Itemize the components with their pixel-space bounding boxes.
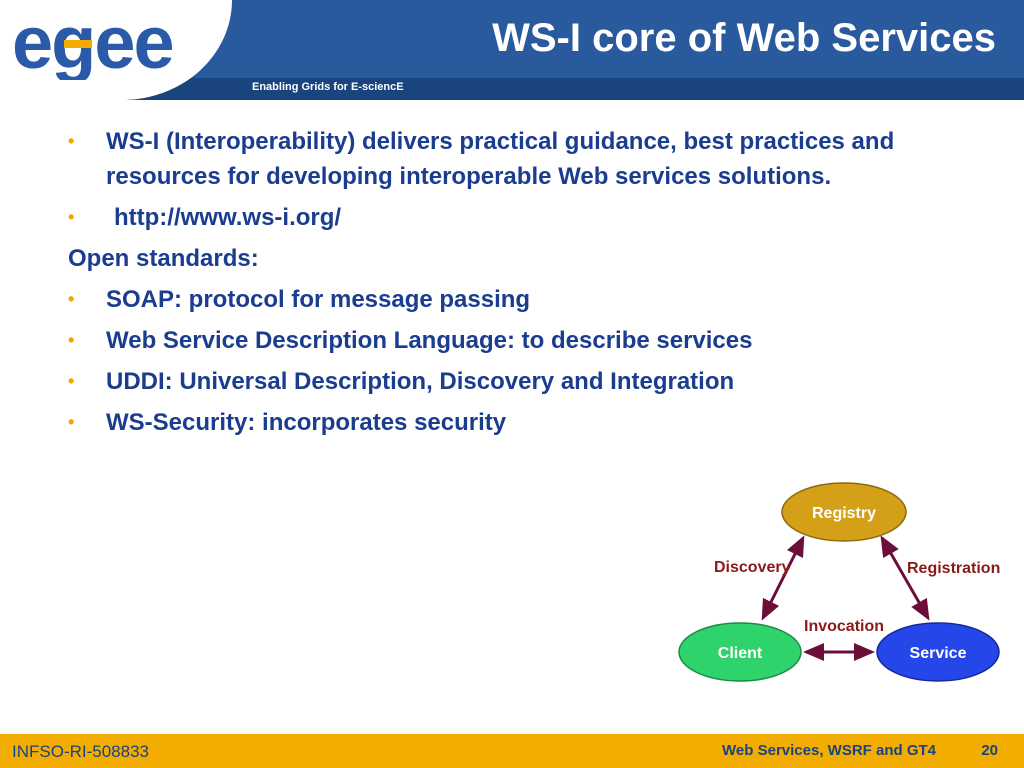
client-node bbox=[678, 622, 802, 682]
bullet-dot-icon: • bbox=[68, 412, 75, 432]
bullet-text: SOAP: protocol for message passing bbox=[106, 286, 531, 313]
bullet-item: • WS-Security: incorporates security bbox=[68, 405, 998, 440]
bullet-item: • http://www.ws-i.org/ bbox=[68, 200, 998, 235]
tagline: Enabling Grids for E-sciencE bbox=[252, 81, 404, 93]
bullet-text: WS-Security: incorporates security bbox=[106, 409, 507, 436]
logo-text: egee bbox=[12, 8, 173, 80]
logo-accent-bar bbox=[64, 40, 92, 48]
registration-arrow bbox=[880, 535, 930, 621]
footer-band bbox=[0, 734, 1024, 768]
bullet-text: Web Service Description Language: to des… bbox=[106, 327, 753, 354]
registration-label: Registration bbox=[907, 560, 1000, 577]
bullet-dot-icon: • bbox=[68, 207, 75, 227]
discovery-arrow bbox=[761, 535, 805, 621]
bullet-dot-icon: • bbox=[68, 289, 75, 309]
ws-triangle-diagram: Discovery Registration Invocation Regist… bbox=[678, 482, 1000, 682]
registry-label: Registry bbox=[812, 505, 876, 522]
bullet-dot-icon: • bbox=[68, 131, 75, 151]
invocation-label: Invocation bbox=[804, 618, 884, 635]
client-label: Client bbox=[718, 645, 763, 662]
slide-title: WS-I core of Web Services bbox=[492, 16, 996, 60]
service-label: Service bbox=[910, 645, 967, 662]
bullet-text: UDDI: Universal Description, Discovery a… bbox=[106, 368, 735, 395]
egee-logo: egee bbox=[12, 8, 175, 80]
bullet-item: • Web Service Description Language: to d… bbox=[68, 323, 998, 358]
bullet-item: • SOAP: protocol for message passing bbox=[68, 282, 998, 317]
bullet-text: WS-I (Interoperability) delivers practic… bbox=[106, 128, 895, 190]
footer-presentation-title: Web Services, WSRF and GT4 bbox=[722, 742, 936, 759]
subheading: Open standards: bbox=[68, 245, 259, 272]
page-number: 20 bbox=[981, 742, 998, 759]
bullet-item: • WS-I (Interoperability) delivers pract… bbox=[68, 124, 998, 194]
header-lower-band bbox=[0, 78, 1024, 100]
slide-content: • WS-I (Interoperability) delivers pract… bbox=[68, 124, 998, 446]
footer-project-id: INFSO-RI-508833 bbox=[12, 742, 149, 761]
bullet-dot-icon: • bbox=[68, 371, 75, 391]
bullet-dot-icon: • bbox=[68, 330, 75, 350]
registry-node bbox=[781, 482, 907, 542]
url-link[interactable]: http://www.ws-i.org/ bbox=[114, 204, 342, 231]
service-node bbox=[876, 622, 1000, 682]
logo-panel: egee bbox=[0, 0, 232, 100]
discovery-label: Discovery bbox=[714, 559, 791, 576]
bullet-item: • UDDI: Universal Description, Discovery… bbox=[68, 364, 998, 399]
